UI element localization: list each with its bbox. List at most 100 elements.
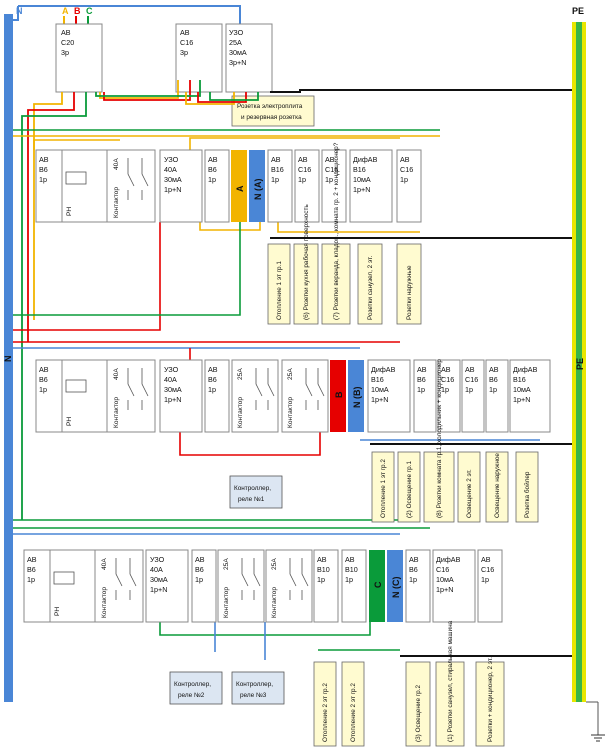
input-b-label: B bbox=[74, 6, 81, 16]
breaker-c16-3[interactable]: АВ С16 1р bbox=[396, 149, 422, 223]
svg-text:3р: 3р bbox=[61, 48, 69, 57]
voltage-relay[interactable]: РН bbox=[49, 549, 96, 623]
breaker-c16-2[interactable]: АВ С16 1р bbox=[321, 149, 347, 223]
svg-text:30мА: 30мА bbox=[164, 175, 182, 184]
svg-text:В6: В6 bbox=[39, 375, 48, 384]
svg-text:УЗО: УЗО bbox=[150, 555, 165, 564]
input-c-label: C bbox=[86, 6, 93, 16]
svg-text:реле №2: реле №2 bbox=[178, 692, 205, 699]
svg-text:АВ: АВ bbox=[39, 365, 49, 374]
controller-relay-2[interactable]: Контроллер, реле №2 bbox=[169, 671, 223, 705]
contactor-25a-2[interactable]: Контактор 25А bbox=[281, 359, 329, 433]
circuit-note: Розетка бойлер bbox=[515, 451, 539, 523]
breaker-b6-2[interactable]: АВ В6 1р bbox=[204, 359, 230, 433]
voltage-relay[interactable]: РН bbox=[61, 149, 108, 223]
breaker-c16-3p[interactable]: АВ С16 3р bbox=[175, 23, 223, 93]
svg-text:Отопление 2 эт гр.2: Отопление 2 эт гр.2 bbox=[322, 683, 329, 742]
rcbo-b16-2[interactable]: ДифАВ В16 10мА 1р+N bbox=[509, 359, 551, 433]
controller-relay-3[interactable]: Контроллер, реле №3 bbox=[231, 671, 285, 705]
breaker-b6-2[interactable]: АВ В6 1р bbox=[191, 549, 217, 623]
voltage-relay[interactable]: РН bbox=[61, 359, 108, 433]
svg-text:АВ: АВ bbox=[481, 555, 491, 564]
svg-text:1р+N: 1р+N bbox=[513, 395, 530, 404]
row-3-wiring bbox=[13, 527, 572, 660]
rcd-uzo-40a[interactable]: УЗО 40А 30мА 1р+N bbox=[159, 359, 203, 433]
phase-bus-c: C bbox=[369, 550, 385, 622]
svg-text:АВ: АВ bbox=[27, 555, 37, 564]
pe-bus-label: PE bbox=[575, 358, 585, 370]
svg-text:В6: В6 bbox=[489, 375, 498, 384]
circuit-note: Розетки санузел, 2 эт. bbox=[357, 243, 383, 325]
svg-text:Контроллер,: Контроллер, bbox=[236, 681, 273, 688]
breaker-b6-2[interactable]: АВ В6 1р bbox=[204, 149, 230, 223]
svg-text:1р: 1р bbox=[489, 385, 497, 394]
circuit-note: (7) Розетки веранда, кладов., комната гр… bbox=[321, 142, 351, 325]
svg-text:Розетки наружные: Розетки наружные bbox=[406, 265, 413, 320]
rcbo-b16[interactable]: ДифАВ В16 10мА 1р+N bbox=[367, 359, 411, 433]
svg-text:реле №3: реле №3 bbox=[240, 692, 267, 699]
row-1-notes: Отопление 1 эт гр.1 (6) Розетки кухня ра… bbox=[267, 142, 422, 325]
svg-text:Контактор: Контактор bbox=[287, 397, 294, 428]
svg-text:Розетка электроплита: Розетка электроплита bbox=[237, 103, 303, 110]
contactor-40a[interactable]: Контактор 40А bbox=[94, 549, 144, 623]
svg-text:ДифАВ: ДифАВ bbox=[371, 365, 396, 374]
contactor-25a[interactable]: Контактор 25А bbox=[217, 549, 265, 623]
rcd-uzo-40a[interactable]: УЗО 40А 30мА 1р+N bbox=[159, 149, 203, 223]
svg-text:1р: 1р bbox=[39, 385, 47, 394]
contactor-40a[interactable]: Контактор 40А bbox=[106, 359, 156, 433]
breaker-b16[interactable]: АВ В16 1р bbox=[267, 149, 293, 223]
neutral-bus-b: N (B) bbox=[348, 360, 364, 432]
svg-text:РН: РН bbox=[66, 417, 73, 426]
contactor-40a[interactable]: Контактор 40А bbox=[106, 149, 156, 223]
svg-text:(6) Розетки кухня рабочая пове: (6) Розетки кухня рабочая поверхность bbox=[302, 204, 310, 320]
row-3-notes: Отопление 2 эт гр.2 Отопление 2 эт гр.2 … bbox=[313, 620, 505, 747]
rcd-uzo-25a[interactable]: УЗО 25А 30мА 3р+N bbox=[225, 23, 273, 93]
svg-text:АВ: АВ bbox=[271, 155, 281, 164]
svg-text:40А: 40А bbox=[164, 165, 177, 174]
contactor-25a[interactable]: Контактор 25А bbox=[231, 359, 279, 433]
contactor-25a-2[interactable]: Контактор 25А bbox=[265, 549, 313, 623]
svg-text:1р+N: 1р+N bbox=[150, 585, 167, 594]
svg-text:N (A): N (A) bbox=[253, 179, 263, 201]
breaker-b10[interactable]: АВ В10 1р bbox=[313, 549, 339, 623]
svg-text:1р: 1р bbox=[345, 575, 353, 584]
svg-text:1р+N: 1р+N bbox=[371, 395, 388, 404]
svg-text:(1) Розетки санузел, стиральна: (1) Розетки санузел, стиральная машина bbox=[447, 620, 454, 742]
svg-text:1р: 1р bbox=[39, 175, 47, 184]
circuit-note: Освещение 2 эт. bbox=[457, 451, 481, 523]
breaker-c16-2[interactable]: АВ С16 1р bbox=[461, 359, 485, 433]
breaker-c16[interactable]: АВ С16 1р bbox=[294, 149, 320, 223]
controller-relay-1[interactable]: Контроллер, реле №1 bbox=[229, 475, 283, 509]
circuit-note: (8) Розетки комната гр.1, холодильник + … bbox=[423, 359, 455, 523]
contactor-icon bbox=[255, 368, 275, 410]
svg-text:25А: 25А bbox=[229, 38, 242, 47]
breaker-b6[interactable]: АВ В6 1р bbox=[35, 359, 63, 433]
rcbo-c16[interactable]: ДифАВ С16 10мА 1р+N bbox=[432, 549, 476, 623]
main-breaker-c20[interactable]: АВ С20 3р bbox=[55, 23, 103, 93]
svg-text:ДифАВ: ДифАВ bbox=[353, 155, 378, 164]
svg-text:ДифАВ: ДифАВ bbox=[436, 555, 461, 564]
breaker-c16[interactable]: АВ С16 1р bbox=[477, 549, 503, 623]
svg-text:АВ: АВ bbox=[409, 555, 419, 564]
breaker-b10-2[interactable]: АВ В10 1р bbox=[341, 549, 367, 623]
svg-text:30мА: 30мА bbox=[229, 48, 247, 57]
svg-text:1р: 1р bbox=[271, 175, 279, 184]
breaker-b6[interactable]: АВ В6 1р bbox=[35, 149, 63, 223]
svg-text:1р+N: 1р+N bbox=[353, 185, 370, 194]
breaker-b6-3[interactable]: АВ В6 1р bbox=[405, 549, 431, 623]
breaker-c16[interactable]: АВ С16 1р bbox=[437, 359, 461, 433]
svg-text:1р: 1р bbox=[409, 575, 417, 584]
rcbo-b16[interactable]: ДифАВ В16 10мА 1р+N bbox=[349, 149, 393, 223]
svg-text:(3) Освещение гр.2: (3) Освещение гр.2 bbox=[415, 685, 422, 742]
row-2-wiring bbox=[13, 341, 572, 521]
breaker-b6-4[interactable]: АВ В6 1р bbox=[485, 359, 509, 433]
rcd-uzo-40a[interactable]: УЗО 40А 30мА 1р+N bbox=[145, 549, 189, 623]
svg-text:В16: В16 bbox=[513, 375, 526, 384]
breaker-b6[interactable]: АВ В6 1р bbox=[23, 549, 51, 623]
svg-text:АВ: АВ bbox=[317, 555, 327, 564]
breaker-b6-3[interactable]: АВ В6 1р bbox=[413, 359, 437, 433]
svg-text:40А: 40А bbox=[164, 375, 177, 384]
svg-text:40А: 40А bbox=[101, 558, 108, 570]
svg-text:40А: 40А bbox=[150, 565, 163, 574]
svg-text:реле №1: реле №1 bbox=[238, 496, 265, 503]
